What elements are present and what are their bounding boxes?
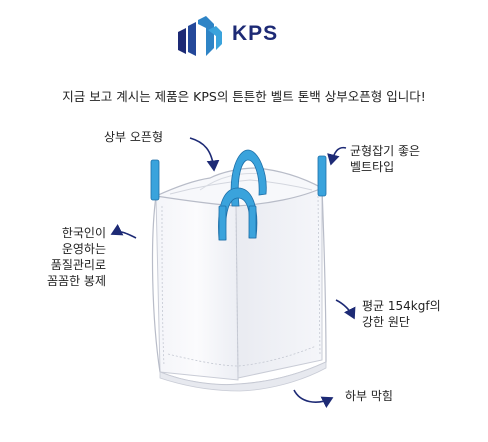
arrow-top-open [189, 137, 220, 172]
label-fabric-strength: 평균 154kgf의 강한 원단 [362, 299, 441, 329]
bag-bottom [159, 361, 327, 392]
label-top-open: 상부 오픈형 [104, 130, 164, 144]
headline: 지금 보고 계시는 제품은 KPS의 튼튼한 벨트 톤백 상부오픈형 입니다! [62, 89, 426, 104]
kps-logo-mark-icon [178, 16, 222, 56]
label-korean-sewing: 한국인이 운영하는 품질관리로 꼼꼼한 봉제 [46, 226, 106, 288]
label-bottom-closed: 하부 막힘 [345, 389, 393, 403]
arrow-fabric [335, 299, 356, 320]
label-belt-type: 균형잡기 좋은 벨트타입 [350, 144, 421, 174]
annotation-arrows [110, 137, 356, 409]
corner-straps [150, 149, 327, 241]
arrow-sewing [110, 223, 137, 239]
front-strap-legs [218, 205, 257, 241]
arrow-bottom [293, 389, 334, 409]
arrow-belt-type [327, 146, 347, 166]
kps-logo: KPS [176, 14, 312, 58]
bag-stitching [161, 195, 321, 375]
logo-text: KPS [232, 22, 279, 45]
